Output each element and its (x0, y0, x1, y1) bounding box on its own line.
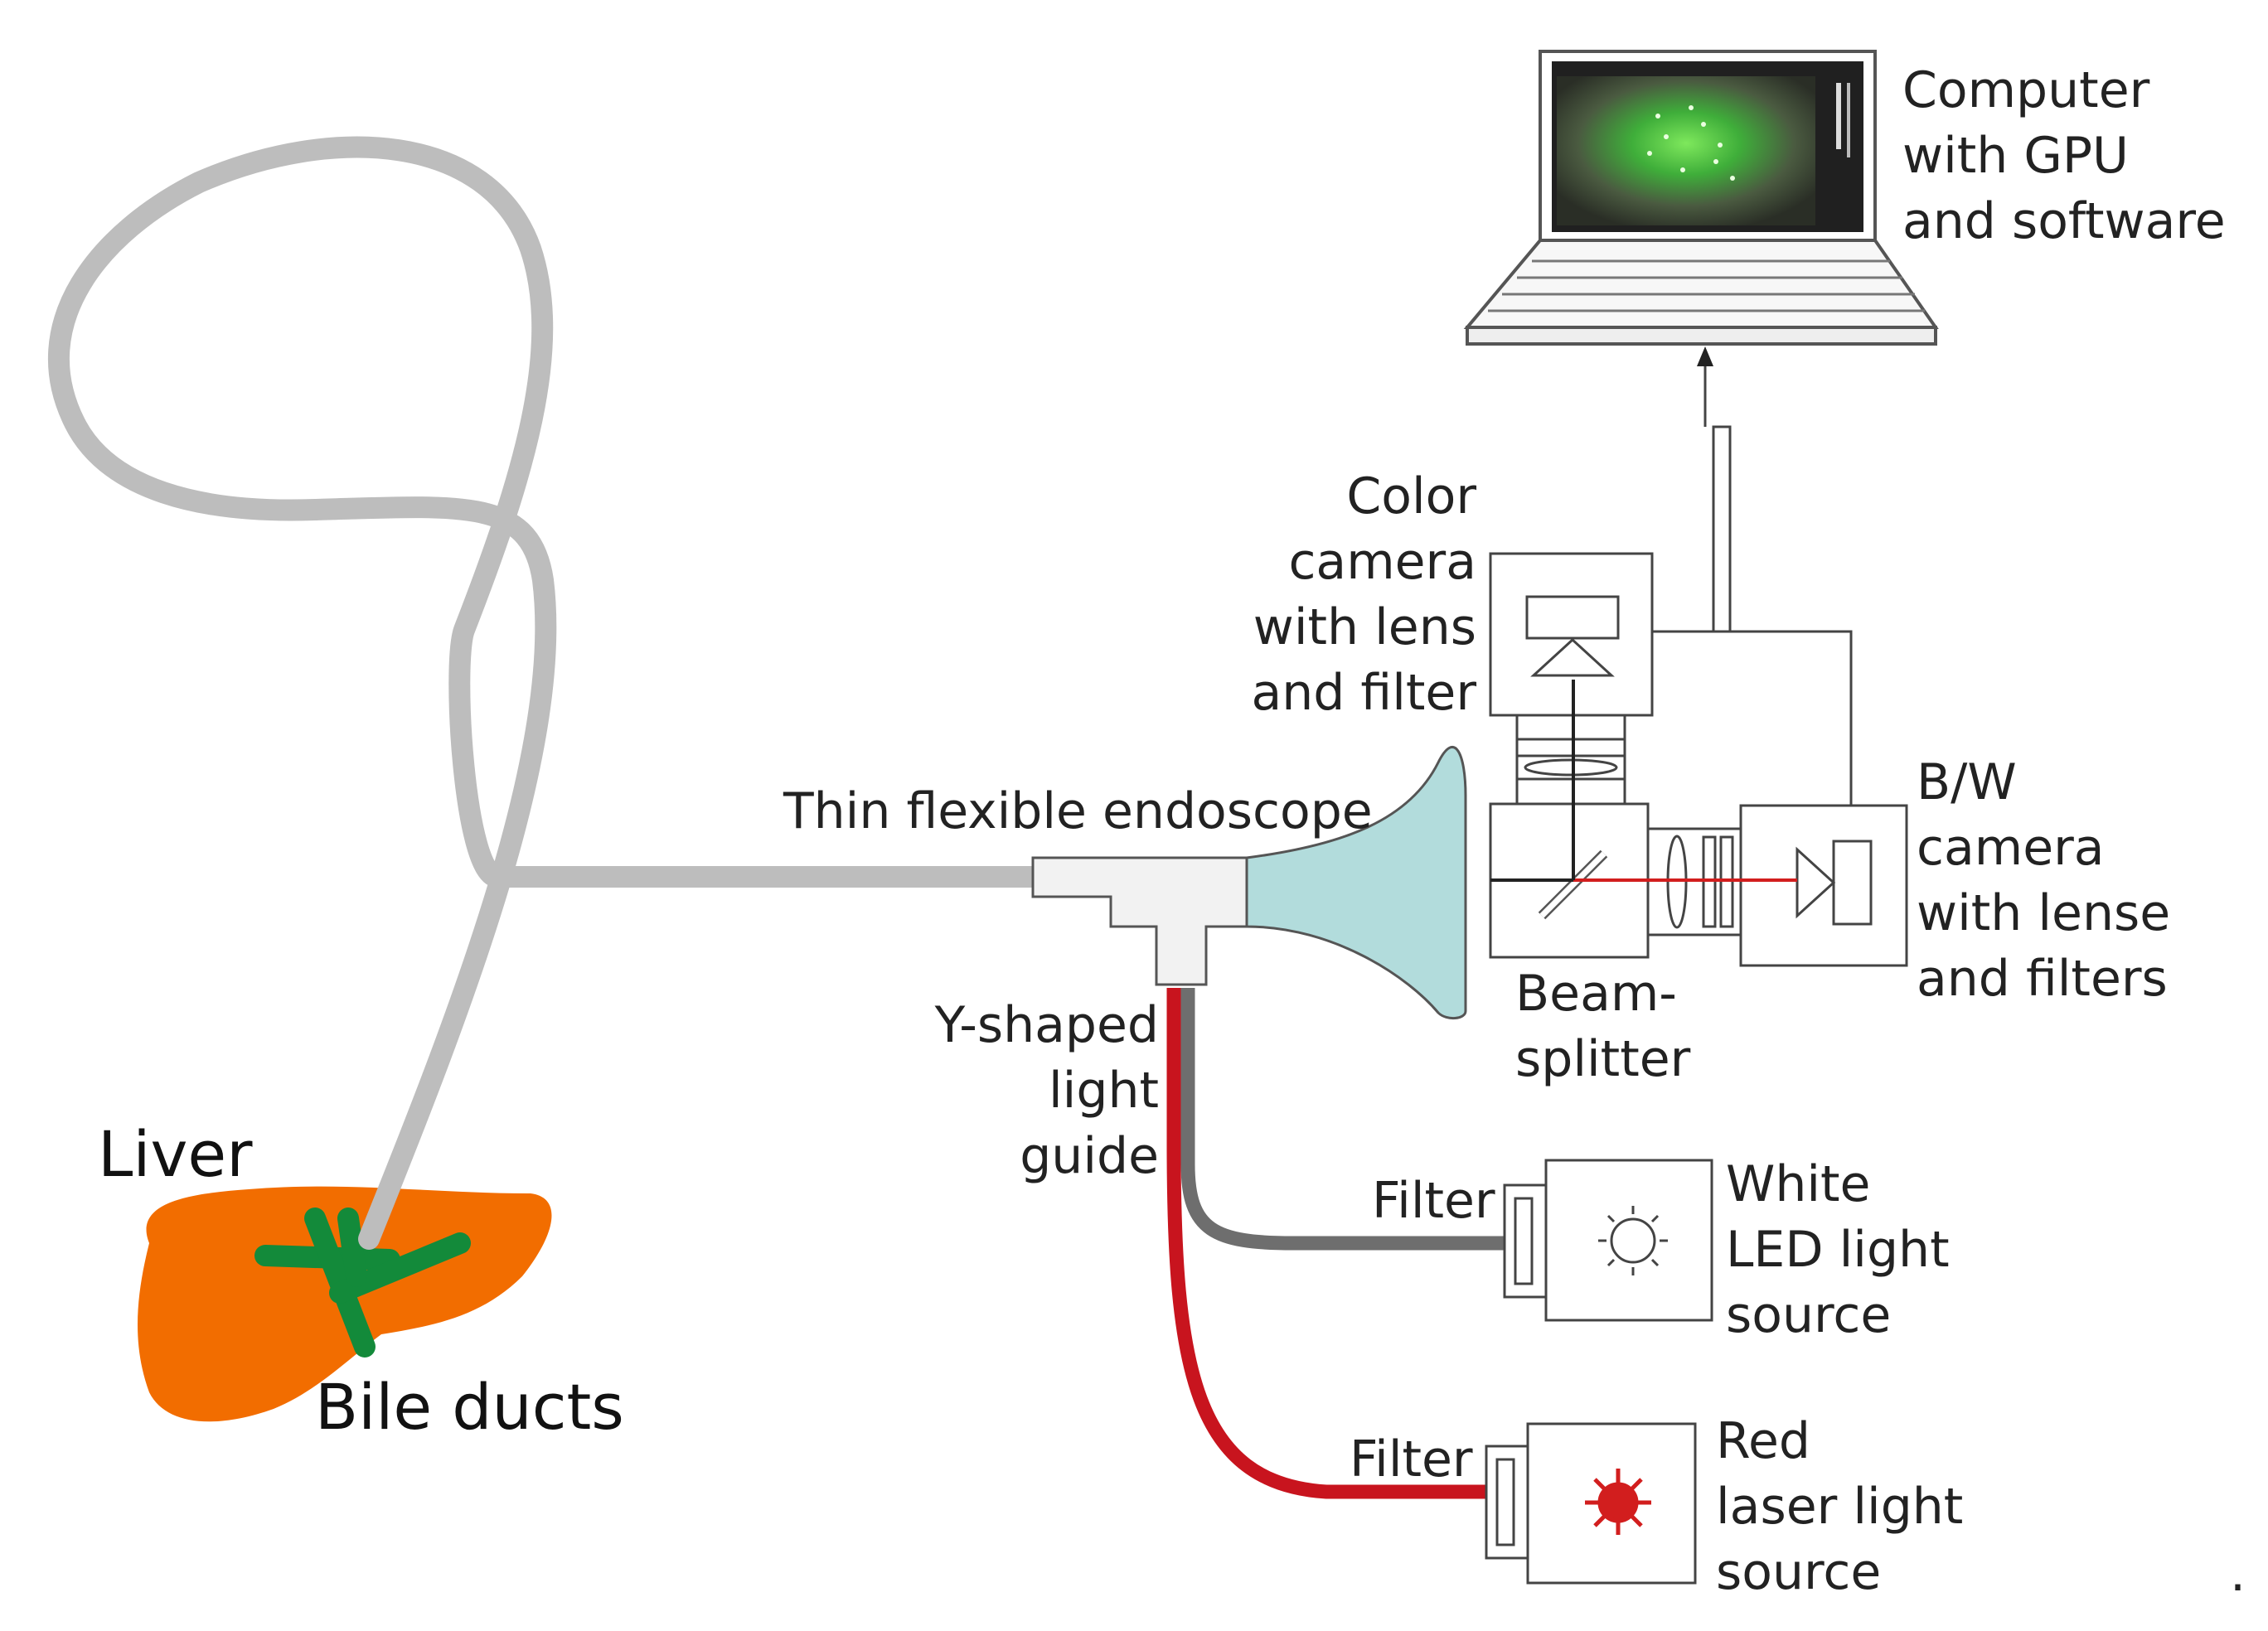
bile-ducts-label: Bile ducts (315, 1370, 624, 1444)
arrow-head-icon (1697, 346, 1713, 366)
color-camera-box (1489, 552, 1654, 717)
white-fiber (1180, 988, 1505, 1251)
white-source-label: White LED light source (1726, 1155, 1950, 1344)
color-camera-label: Color camera with lens and filter (1251, 467, 1476, 722)
computer-label: Computer with GPU and software (1902, 61, 2226, 250)
bw-camera-box (1739, 804, 1908, 967)
y-light-guide-label: Y-shaped light guide (934, 996, 1159, 1185)
data-cables (1652, 356, 1853, 806)
beamsplitter-label: Beam- splitter (1515, 965, 1691, 1088)
trailing-dot: . (2230, 1545, 2246, 1603)
laptop (1463, 50, 1939, 346)
red-filter-label: Filter (1350, 1430, 1473, 1488)
bw-camera-label: B/W camera with lense and filters (1917, 753, 2171, 1008)
color-camera-optics (1515, 713, 1626, 806)
endoscope-handle (1031, 856, 1248, 986)
white-filter-label: Filter (1372, 1172, 1495, 1230)
red-fiber (1166, 988, 1486, 1499)
white-filter (1503, 1183, 1548, 1299)
endoscope-tube (48, 136, 1047, 1250)
red-source-label: Red laser light source (1716, 1412, 1964, 1601)
endoscope-funnel (1245, 746, 1467, 1019)
sun-icon (1598, 1206, 1668, 1275)
bile-ducts (254, 1208, 471, 1358)
laser-icon (1585, 1469, 1651, 1535)
liver-label: Liver (98, 1117, 253, 1191)
endoscope-label: Thin flexible endoscope (783, 782, 1373, 840)
red-filter (1485, 1445, 1529, 1560)
red-laser-source (1526, 1422, 1697, 1585)
